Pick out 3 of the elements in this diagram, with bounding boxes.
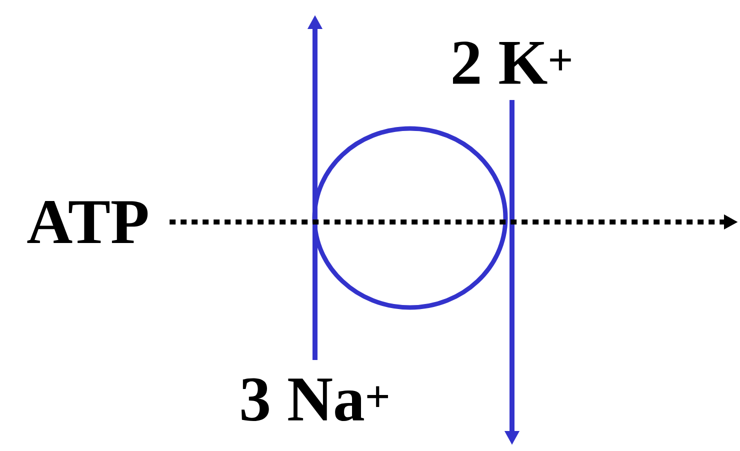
ion-label: 3 Na$^{+}$ (242, 378, 388, 422)
ion-label: ATP (27, 200, 148, 244)
ion-label: 2 K$^{+}$ (453, 42, 571, 84)
